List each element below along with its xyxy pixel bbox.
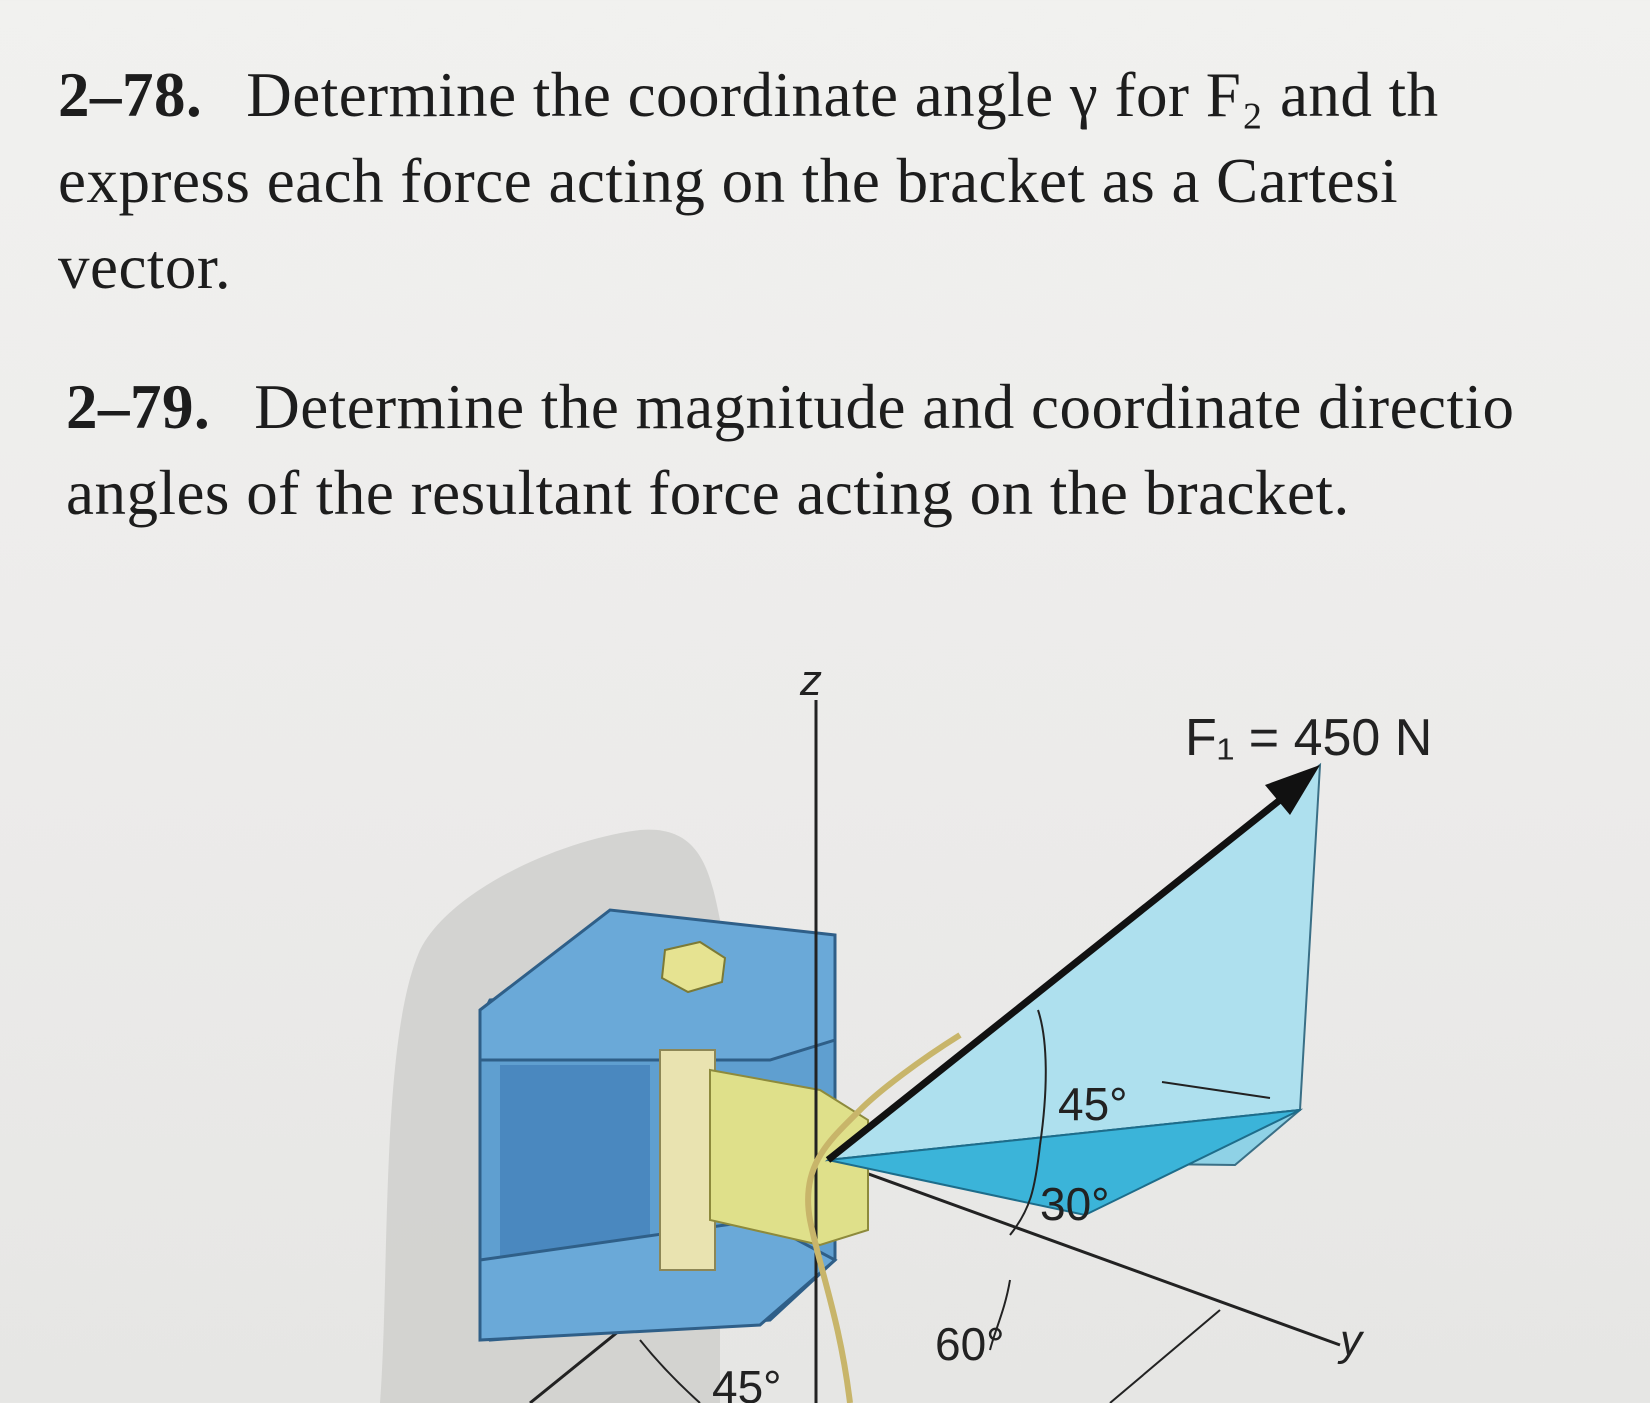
problem-2-79: 2–79. Determine the magnitude and coordin… [66,364,1650,536]
angle-label-60: 60° [935,1318,1005,1370]
y-axis-label: y [1337,1316,1365,1365]
angle-arc-60 [989,1279,1011,1351]
force-label: F₁ = 450 N [1185,709,1432,767]
problem-text-line1: Determine the coordinate angle γ for F₂ … [246,60,1439,130]
y-axis-projection [1109,1309,1221,1403]
problem-text-line3: vector. [58,232,232,302]
clevis-block [709,1068,869,1247]
problem-text-line2: express each force acting on the bracket… [58,146,1399,216]
z-axis-label: z [799,656,822,705]
force-plane-projection [827,1109,1301,1217]
cable [805,1032,962,1403]
force-arrowhead-icon [1265,765,1320,815]
problem-text-line1: Determine the magnitude and coordinate d… [254,372,1515,442]
problem-number: 2–79. [66,372,211,442]
problem-text-line2: angles of the resultant force acting on … [66,458,1350,528]
bracket-top-face [478,908,837,1062]
angle-arc-30 [1009,1144,1041,1236]
y-axis [829,1158,1341,1347]
problem-number: 2–78. [58,60,203,130]
leader-45-upper [1161,1081,1271,1099]
angle-label-30: 30° [1040,1178,1110,1230]
pin [659,1049,716,1271]
angle-label-45-lower: 45° [712,1361,782,1403]
angle-label-45-upper: 45° [1058,1078,1128,1130]
problem-2-78: 2–78. Determine the coordinate angle γ fo… [58,52,1650,310]
force-vector-f1 [825,785,1298,1163]
angle-arc-45-lower [639,1339,701,1403]
bracket-force-diagram: z F₁ = 450 N 45° 30° 60° 45° y [380,656,1432,1403]
angle-arc-45-upper [1037,1009,1047,1146]
bolt-icon [660,940,727,994]
